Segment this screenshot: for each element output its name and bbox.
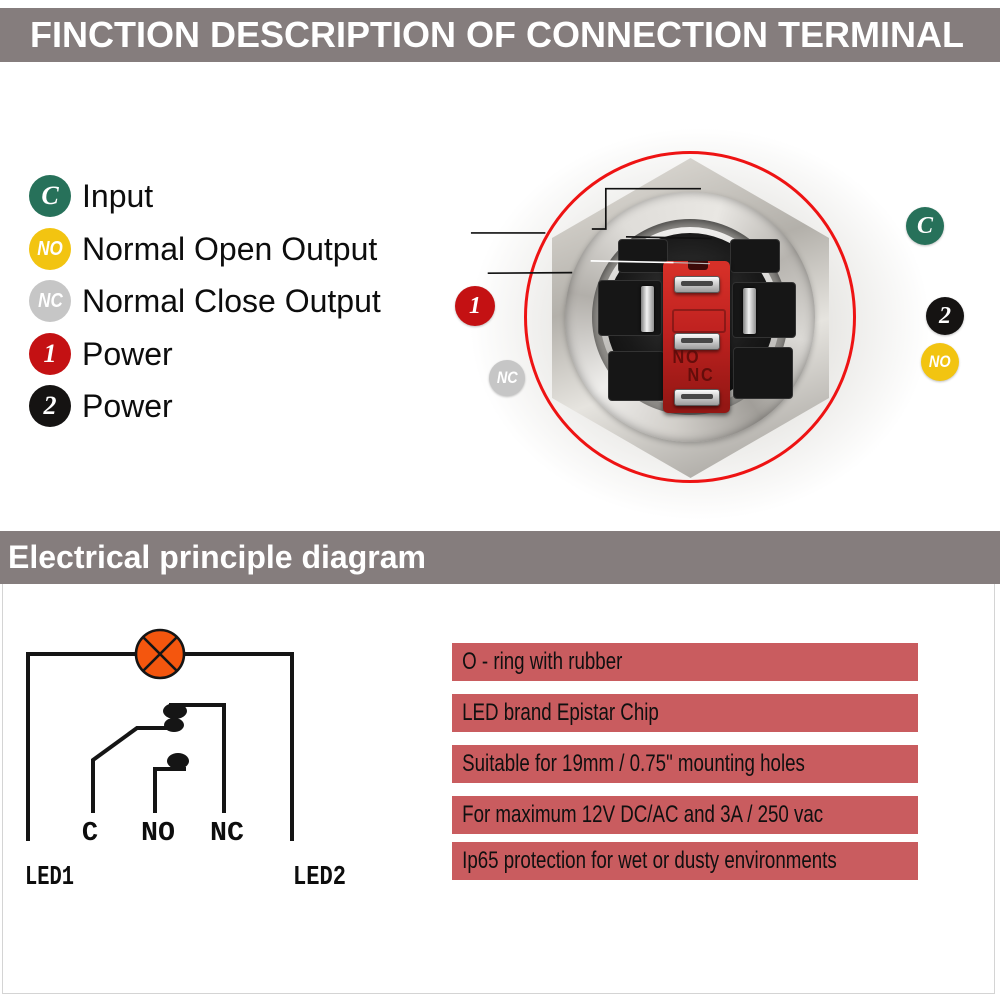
line-to-no — [590, 260, 674, 264]
badge-label: NC — [37, 289, 63, 312]
terminal-nc-badge: NC — [29, 280, 71, 322]
diagram-label-led2: LED2 — [293, 863, 346, 893]
photo-badge-2: 2 — [926, 297, 964, 335]
legend-item-normal-open: NO Normal Open Output — [29, 228, 377, 270]
feature-box-ip65: Ip65 protection for wet or dusty environ… — [452, 842, 918, 880]
line-to-2 — [625, 235, 712, 240]
legend-item-power-2: 2 Power — [29, 385, 173, 427]
legend-label: Normal Open Output — [82, 230, 378, 267]
line-to-c — [591, 187, 701, 230]
feature-text: O - ring with rubber — [462, 648, 623, 675]
terminal-c-badge: C — [29, 175, 71, 217]
feature-text: LED brand Epistar Chip — [462, 699, 659, 726]
legend-item-normal-close: NC Normal Close Output — [29, 280, 381, 322]
diagram-label-led1: LED1 — [25, 863, 74, 893]
circuit-diagram: C NO NC LED1 LED2 — [25, 628, 346, 893]
terminal-no-badge: NO — [29, 228, 71, 270]
contact-dot — [164, 718, 184, 732]
terminal-2-badge: 2 — [29, 385, 71, 427]
diagram-label-nc: NC — [210, 819, 244, 849]
section-banner-electrical: Electrical principle diagram — [0, 531, 1000, 584]
diagram-label-no: NO — [141, 819, 175, 849]
section-title: Electrical principle diagram — [8, 539, 426, 575]
feature-text: Ip65 protection for wet or dusty environ… — [462, 847, 837, 874]
outer-wire — [26, 652, 294, 841]
legend-label: Input — [82, 177, 154, 214]
photo-badge-c: C — [906, 207, 944, 245]
badge-label: C — [916, 212, 933, 239]
badge-label: NC — [496, 368, 518, 387]
annotation-circle — [524, 151, 856, 483]
diagram-label-c: C — [82, 819, 98, 849]
header-banner: FINCTION DESCRIPTION OF CONNECTION TERMI… — [0, 8, 1000, 62]
legend-label: Power — [82, 387, 173, 424]
line-to-nc — [487, 271, 573, 275]
feature-text: Suitable for 19mm / 0.75" mounting holes — [462, 750, 805, 777]
badge-label: 1 — [43, 339, 57, 368]
legend-label: Normal Close Output — [82, 282, 381, 319]
common-arm — [91, 726, 174, 813]
feature-box-rating: For maximum 12V DC/AC and 3A / 250 vac — [452, 796, 918, 834]
lamp-cross — [142, 636, 178, 672]
badge-label: NO — [37, 237, 63, 260]
badge-label: C — [41, 181, 59, 210]
terminal-1-badge: 1 — [29, 333, 71, 375]
photo-badge-1: 1 — [455, 286, 495, 326]
line-to-no-tail — [673, 262, 710, 265]
feature-text: For maximum 12V DC/AC and 3A / 250 vac — [462, 801, 824, 828]
annotation-lines — [470, 187, 712, 275]
legend-item-power-1: 1 Power — [29, 333, 173, 375]
badge-label: NO — [929, 352, 951, 371]
legend-item-input: C Input — [29, 175, 153, 217]
feature-box-mounting: Suitable for 19mm / 0.75" mounting holes — [452, 745, 918, 783]
contact-dot — [167, 753, 189, 769]
badge-label: 2 — [939, 302, 951, 329]
feature-box-led: LED brand Epistar Chip — [452, 694, 918, 732]
no-branch — [153, 767, 186, 813]
legend-label: Power — [82, 335, 173, 372]
page-title: FINCTION DESCRIPTION OF CONNECTION TERMI… — [30, 14, 964, 55]
photo-badge-nc: NC — [489, 360, 525, 396]
nc-branch — [169, 703, 226, 813]
photo-badge-no: NO — [921, 343, 959, 381]
badge-label: 2 — [43, 391, 57, 420]
feature-box-oring: O - ring with rubber — [452, 643, 918, 681]
badge-label: 1 — [469, 292, 481, 319]
